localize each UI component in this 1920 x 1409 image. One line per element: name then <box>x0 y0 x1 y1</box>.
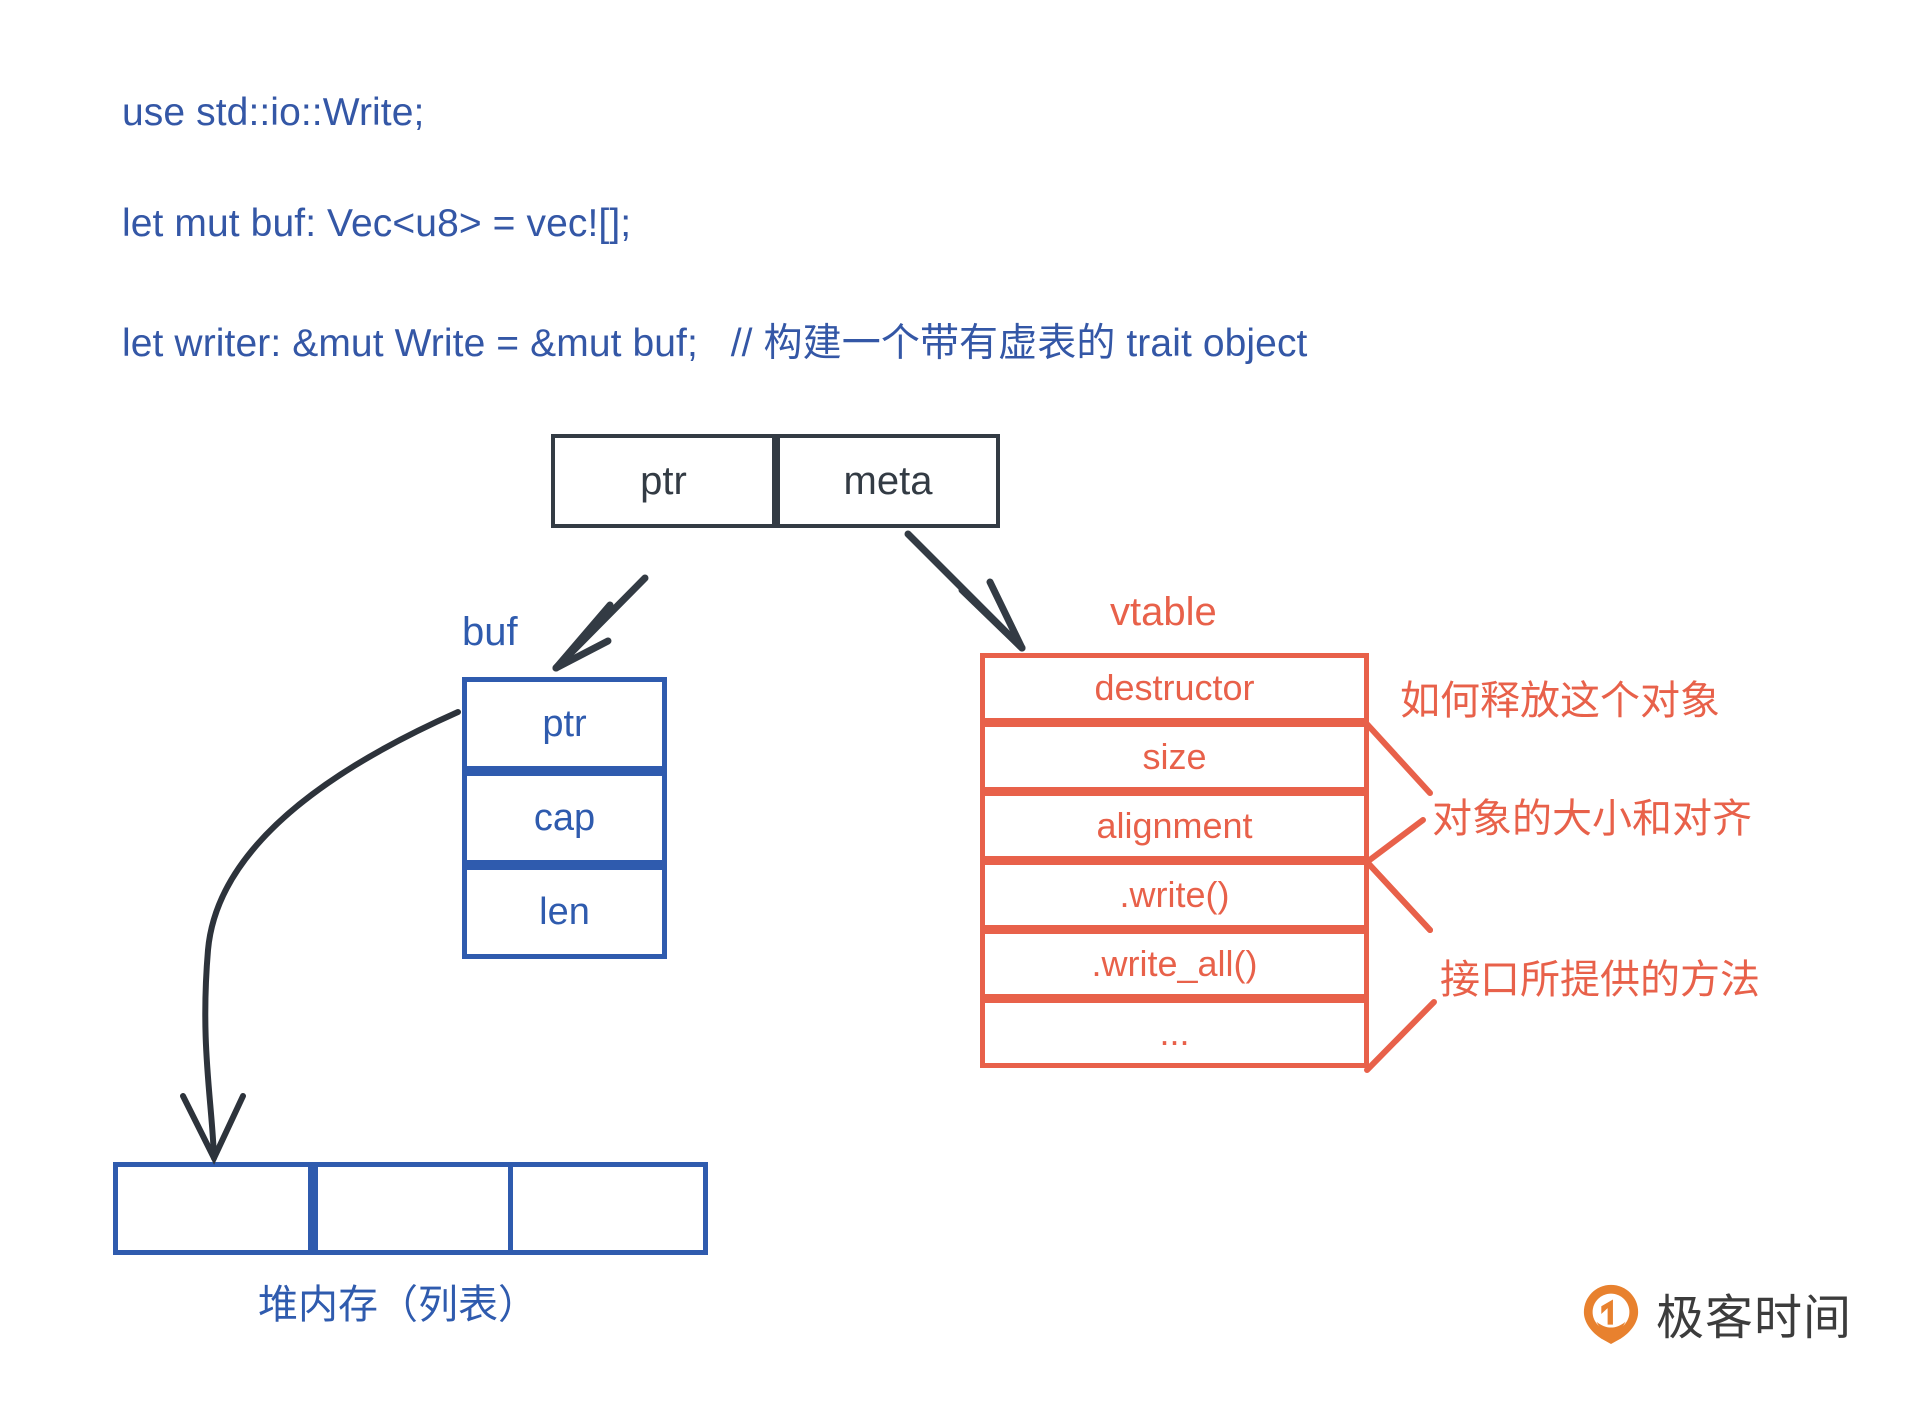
vtable-row-ellipsis: ... <box>980 998 1369 1068</box>
vtable-annotation-size-alignment: 对象的大小和对齐 <box>1432 797 1752 841</box>
code-line-buf-declaration: let mut buf: Vec<u8> = vec![]; <box>122 202 632 245</box>
vtable-row-destructor: destructor <box>980 653 1369 723</box>
code-line-use-statement: use std::io::Write; <box>122 91 425 134</box>
arrow-buf-ptr-to-heap <box>180 709 461 1165</box>
fat-pointer-cell-ptr: ptr <box>551 434 776 528</box>
vtable-annotation-destructor: 如何释放这个对象 <box>1400 679 1720 723</box>
buf-cell-len: len <box>462 865 667 959</box>
geekbang-logo-icon <box>1583 1284 1639 1344</box>
code-line-writer-declaration: let writer: &mut Write = &mut buf; // 构建… <box>122 322 1308 365</box>
brand-logo-text: 极客时间 <box>1656 1292 1853 1345</box>
heap-label: 堆内存（列表） <box>258 1283 538 1327</box>
heap-cell-2 <box>508 1162 708 1255</box>
vtable-leader-lines <box>1363 720 1437 1073</box>
vtable-annotation-methods: 接口所提供的方法 <box>1440 958 1760 1002</box>
heap-cell-1 <box>313 1162 513 1255</box>
heap-cell-0 <box>113 1162 313 1255</box>
buf-cell-ptr: ptr <box>462 677 667 771</box>
buf-cell-cap: cap <box>462 771 667 865</box>
vtable-row-write-all: .write_all() <box>980 929 1369 999</box>
brand-logo: 极客时间 <box>1580 1278 1852 1348</box>
vtable-label: vtable <box>1110 590 1217 634</box>
fat-pointer-cell-meta: meta <box>776 434 1000 528</box>
vtable-row-write: .write() <box>980 860 1369 930</box>
vtable-row-alignment: alignment <box>980 791 1369 861</box>
vtable-row-size: size <box>980 722 1369 792</box>
buf-label: buf <box>462 610 518 654</box>
arrow-meta-to-vtable <box>904 530 1026 652</box>
arrow-ptr-to-buf <box>552 574 649 672</box>
